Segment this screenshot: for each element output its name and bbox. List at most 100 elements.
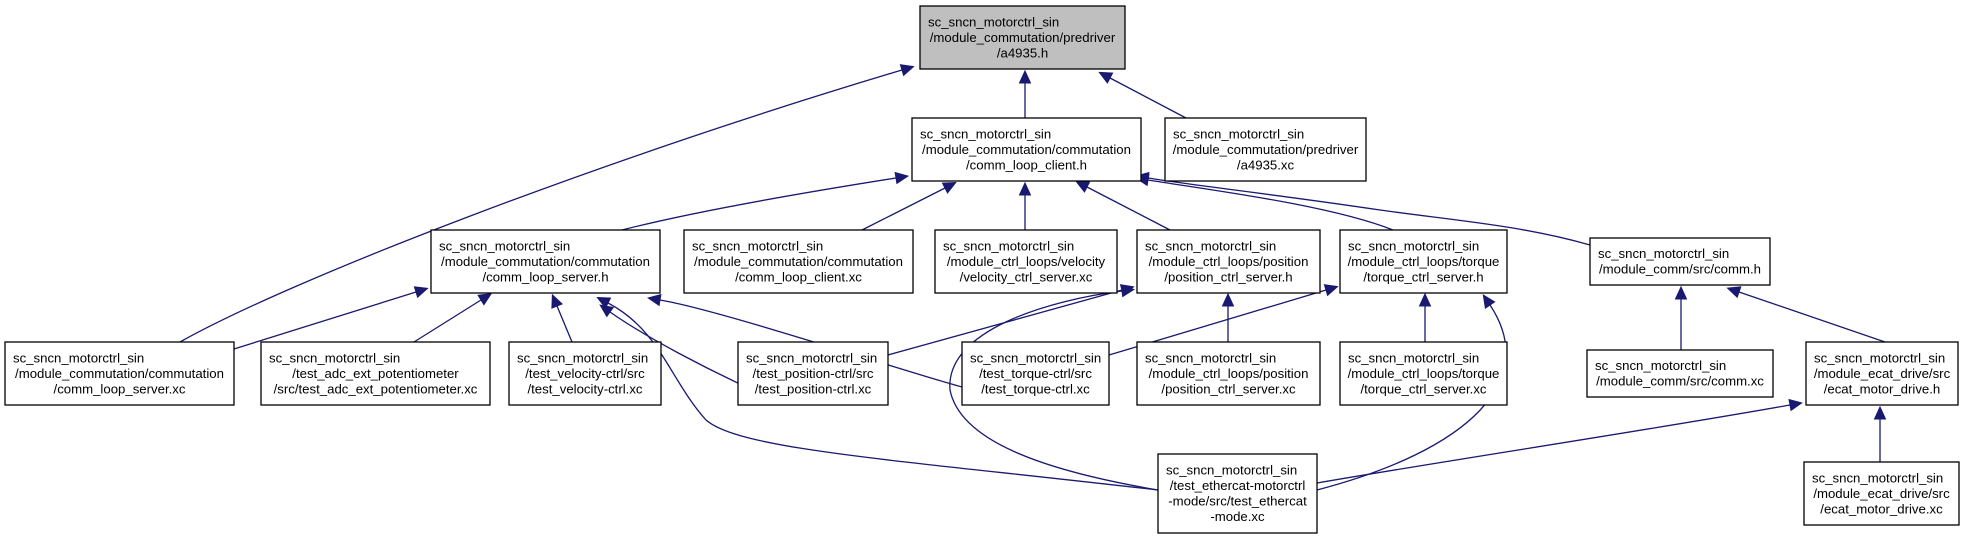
edge-line — [1147, 179, 1394, 231]
node-ecath[interactable]: sc_sncn_motorctrl_sin/module_ecat_drive/… — [1805, 341, 1959, 406]
node-veltest[interactable]: sc_sncn_motorctrl_sin/test_velocity-ctrl… — [508, 341, 662, 406]
node-velsrv[interactable]: sc_sncn_motorctrl_sin/module_ctrl_loops/… — [934, 229, 1118, 294]
edge-line — [413, 299, 482, 343]
node-clienth[interactable]: sc_sncn_motorctrl_sin/module_commutation… — [911, 117, 1142, 182]
edge-arrowhead — [413, 286, 429, 299]
node-tortest[interactable]: sc_sncn_motorctrl_sin/test_torque-ctrl/s… — [961, 341, 1110, 406]
node-torsrvxc[interactable]: sc_sncn_motorctrl_sin/module_ctrl_loops/… — [1339, 341, 1508, 406]
node-label-line: sc_sncn_motorctrl_sin — [1145, 350, 1276, 365]
edge-arrowhead — [1418, 292, 1432, 307]
node-label-line: /velocity_ctrl_server.xc — [960, 269, 1093, 284]
node-label-line: sc_sncn_motorctrl_sin — [517, 350, 648, 365]
node-box — [430, 229, 661, 294]
node-box — [260, 341, 491, 406]
node-label-line: -mode/src/test_ethercat — [1168, 494, 1307, 509]
node-label-line: /ecat_motor_drive.xc — [1820, 501, 1943, 516]
node-possrvxc[interactable]: sc_sncn_motorctrl_sin/module_ctrl_loops/… — [1136, 341, 1321, 406]
node-ecatxc[interactable]: sc_sncn_motorctrl_sin/module_ecat_drive/… — [1803, 461, 1960, 526]
node-label-line: /module_ctrl_loops/velocity — [947, 254, 1106, 269]
node-label-line: /a4935.xc — [1237, 157, 1295, 172]
node-box — [961, 341, 1110, 406]
node-label-line: /torque_ctrl_server.xc — [1360, 381, 1486, 396]
edge-line — [1147, 177, 1591, 246]
edge-line — [861, 187, 946, 231]
edge-line — [179, 69, 903, 343]
edge-torsrvxc-to-torsrvh — [1418, 292, 1432, 342]
edge-ethercat-to-ecath — [1316, 398, 1803, 484]
node-label-line: sc_sncn_motorctrl_sin — [269, 350, 400, 365]
node-label-line: sc_sncn_motorctrl_sin — [1814, 350, 1945, 365]
node-ethercat[interactable]: sc_sncn_motorctrl_sin/test_ethercat-moto… — [1157, 453, 1318, 534]
node-postest[interactable]: sc_sncn_motorctrl_sin/test_position-ctrl… — [737, 341, 889, 406]
node-clientxc[interactable]: sc_sncn_motorctrl_sin/module_commutation… — [683, 229, 914, 294]
node-label-line: sc_sncn_motorctrl_sin — [928, 14, 1059, 29]
node-label-line: -mode.xc — [1210, 509, 1265, 524]
node-label-line: sc_sncn_motorctrl_sin — [746, 350, 877, 365]
node-label-line: /torque_ctrl_server.h — [1363, 269, 1483, 284]
node-label-line: /module_commutation/predriver — [930, 30, 1116, 45]
edge-arrowhead — [1726, 286, 1742, 299]
edge-arrowhead — [941, 182, 957, 194]
node-box — [683, 229, 914, 294]
edge-serverxc-to-root — [179, 64, 915, 343]
edge-line — [1086, 186, 1171, 231]
node-label-line: /module_ctrl_loops/torque — [1348, 366, 1500, 381]
edge-arrowhead — [1120, 284, 1136, 298]
edge-ecatxc-to-ecath — [1873, 405, 1887, 462]
edge-arrowhead — [894, 171, 910, 185]
edge-line — [1316, 304, 1507, 491]
node-label-line: /module_ctrl_loops/torque — [1348, 254, 1500, 269]
node-label-line: /module_ctrl_loops/position — [1149, 366, 1309, 381]
node-label-line: /comm_loop_client.h — [966, 157, 1087, 172]
edge-velsrv-to-clienth — [1018, 181, 1032, 230]
node-label-line: sc_sncn_motorctrl_sin — [1595, 358, 1726, 373]
node-label-line: /position_ctrl_server.xc — [1161, 381, 1296, 396]
node-serverh[interactable]: sc_sncn_motorctrl_sin/module_commutation… — [430, 229, 661, 294]
node-label-line: sc_sncn_motorctrl_sin — [1145, 238, 1276, 253]
node-label-line: /a4935.h — [997, 45, 1048, 60]
edge-a4935xc-to-root — [1098, 71, 1187, 119]
node-label-line: sc_sncn_motorctrl_sin — [1348, 238, 1479, 253]
edge-arrowhead — [1018, 181, 1032, 196]
node-label-line: /module_ctrl_loops/position — [1149, 254, 1309, 269]
node-box — [4, 341, 235, 406]
edge-arrowhead — [1018, 69, 1032, 84]
node-adc[interactable]: sc_sncn_motorctrl_sin/test_adc_ext_poten… — [260, 341, 491, 406]
edge-arrowhead — [599, 304, 615, 318]
node-label-line: sc_sncn_motorctrl_sin — [970, 350, 1101, 365]
edge-tortest-to-serverh — [647, 293, 963, 388]
edge-serverh-to-clienth — [621, 171, 910, 231]
edge-arrowhead — [1482, 294, 1496, 309]
edge-line — [1109, 77, 1187, 119]
node-possrvh[interactable]: sc_sncn_motorctrl_sin/module_ctrl_loops/… — [1136, 229, 1321, 294]
node-box — [1164, 117, 1367, 182]
edges-layer — [179, 64, 1887, 491]
node-label-line: /module_ecat_drive/src — [1814, 366, 1951, 381]
edge-clienth-to-root — [1018, 69, 1032, 118]
edge-possrvxc-to-possrvh — [1221, 292, 1235, 342]
node-label-line: sc_sncn_motorctrl_sin — [1348, 350, 1479, 365]
node-label-line: /module_commutation/commutation — [694, 254, 903, 269]
node-box — [1805, 341, 1959, 406]
edge-line — [556, 305, 573, 343]
edge-commxc-to-commh — [1674, 285, 1688, 350]
edge-torsrvh-to-clienth — [1135, 173, 1394, 231]
node-label-line: /test_velocity-ctrl.xc — [527, 381, 642, 396]
node-label-line: /test_torque-ctrl/src — [979, 366, 1092, 381]
node-commxc[interactable]: sc_sncn_motorctrl_sin/module_comm/src/co… — [1586, 349, 1774, 398]
node-a4935xc[interactable]: sc_sncn_motorctrl_sin/module_commutation… — [1164, 117, 1367, 182]
edge-clientxc-to-clienth — [861, 182, 957, 231]
node-label-line: sc_sncn_motorctrl_sin — [439, 238, 570, 253]
edge-arrowhead — [1323, 284, 1339, 297]
node-label-line: sc_sncn_motorctrl_sin — [692, 238, 823, 253]
nodes-layer: sc_sncn_motorctrl_sin/module_commutation… — [4, 5, 1960, 534]
node-box — [1586, 349, 1774, 398]
edge-line — [1316, 404, 1791, 484]
node-label-line: sc_sncn_motorctrl_sin — [943, 238, 1074, 253]
node-serverxc[interactable]: sc_sncn_motorctrl_sin/module_commutation… — [4, 341, 235, 406]
node-label-line: /module_commutation/commutation — [15, 366, 224, 381]
node-commh[interactable]: sc_sncn_motorctrl_sin/module_comm/src/co… — [1589, 237, 1771, 286]
node-label-line: /test_position-ctrl.xc — [755, 381, 872, 396]
node-box — [737, 341, 889, 406]
node-torsrvh[interactable]: sc_sncn_motorctrl_sin/module_ctrl_loops/… — [1339, 229, 1508, 294]
